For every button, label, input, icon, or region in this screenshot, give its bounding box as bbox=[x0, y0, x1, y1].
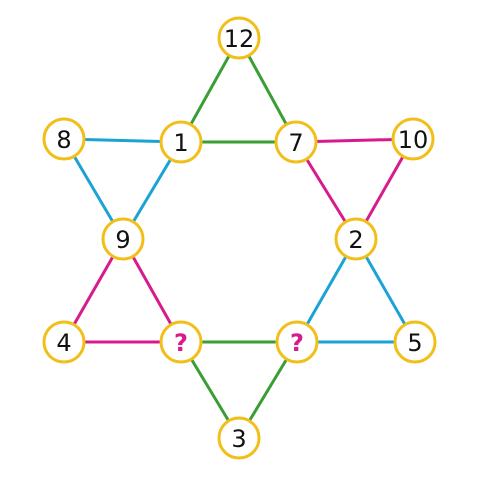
node-value-label: 2 bbox=[348, 226, 363, 254]
node-circle bbox=[393, 320, 437, 364]
node-outer-right-bottom: 5 bbox=[393, 320, 437, 364]
unknown-value-label: ? bbox=[290, 329, 304, 357]
node-value-label: 7 bbox=[288, 129, 303, 157]
node-inner-right: 2 bbox=[334, 217, 378, 261]
node-outer-left-bottom: 4 bbox=[42, 320, 86, 364]
node-circle bbox=[42, 320, 86, 364]
node-circle bbox=[217, 16, 261, 60]
node-value-label: 12 bbox=[224, 25, 255, 53]
node-value-label: 4 bbox=[56, 329, 71, 357]
node-inner-bottom-right[interactable]: ? bbox=[275, 320, 319, 364]
node-circle bbox=[159, 320, 203, 364]
node-circle bbox=[217, 416, 261, 460]
node-bottom: 3 bbox=[217, 416, 261, 460]
node-circle bbox=[159, 120, 203, 164]
node-inner-bottom-left[interactable]: ? bbox=[159, 320, 203, 364]
node-value-label: 1 bbox=[173, 129, 188, 157]
node-value-label: 9 bbox=[115, 226, 130, 254]
node-circle bbox=[391, 117, 435, 161]
node-inner-left: 9 bbox=[101, 217, 145, 261]
node-circle bbox=[274, 120, 318, 164]
node-inner-top-right: 7 bbox=[274, 120, 318, 164]
node-circle bbox=[101, 217, 145, 261]
node-value-label: 8 bbox=[56, 126, 71, 154]
node-top: 12 bbox=[217, 16, 261, 60]
node-outer-left-top: 8 bbox=[42, 117, 86, 161]
node-value-label: 5 bbox=[407, 329, 422, 357]
node-value-label: 3 bbox=[231, 425, 246, 453]
node-circle bbox=[334, 217, 378, 261]
node-circle bbox=[275, 320, 319, 364]
unknown-value-label: ? bbox=[174, 329, 188, 357]
node-value-label: 10 bbox=[398, 126, 429, 154]
node-circle bbox=[42, 117, 86, 161]
node-inner-top-left: 1 bbox=[159, 120, 203, 164]
node-outer-right-top: 10 bbox=[391, 117, 435, 161]
node-layer: 12 1 7 8 10 9 2 4 5?? 3 bbox=[42, 16, 437, 460]
